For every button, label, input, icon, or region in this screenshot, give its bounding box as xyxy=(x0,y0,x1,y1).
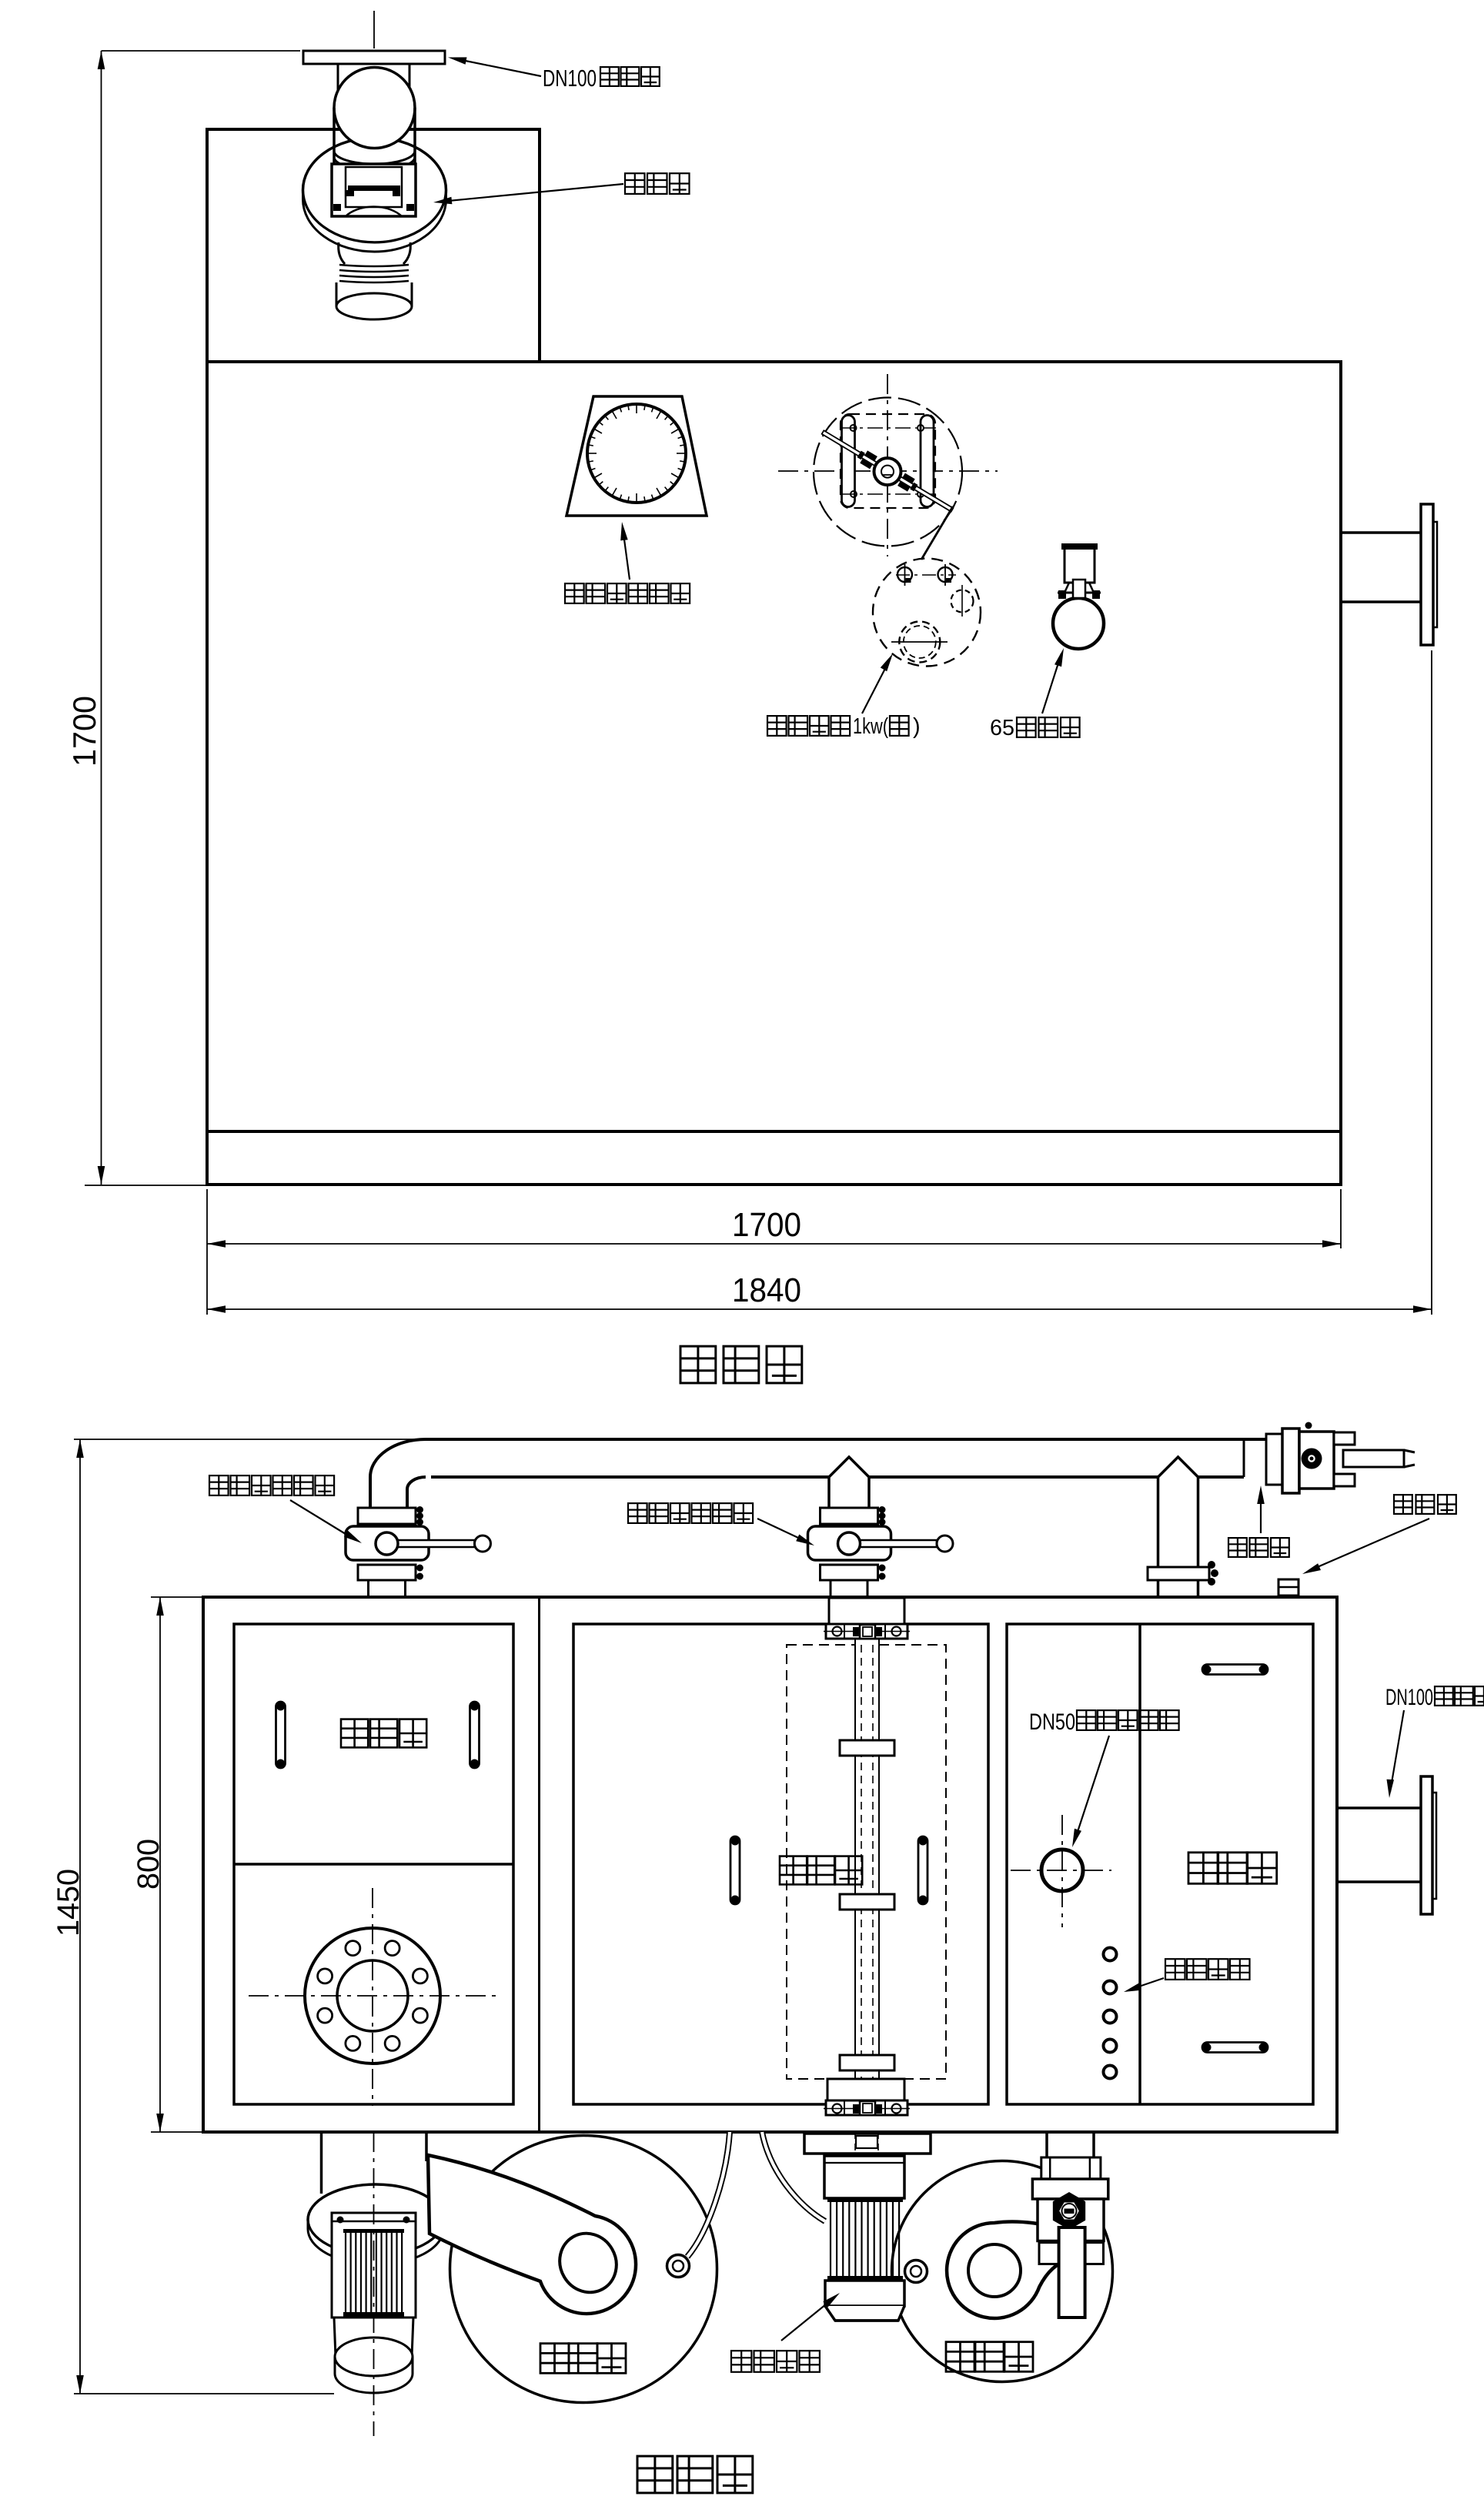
svg-text:65: 65 xyxy=(990,716,1014,740)
svg-text:1kw(: 1kw( xyxy=(853,714,888,739)
svg-text:DN100: DN100 xyxy=(1385,1685,1433,1710)
svg-text:): ) xyxy=(913,714,921,739)
svg-text:1840: 1840 xyxy=(732,1272,801,1309)
svg-text:1450: 1450 xyxy=(52,1869,85,1937)
svg-text:1700: 1700 xyxy=(732,1206,801,1244)
svg-text:DN100: DN100 xyxy=(543,65,597,92)
svg-text:800: 800 xyxy=(132,1839,165,1890)
svg-text:1700: 1700 xyxy=(66,696,102,767)
svg-text:DN50: DN50 xyxy=(1029,1709,1075,1735)
